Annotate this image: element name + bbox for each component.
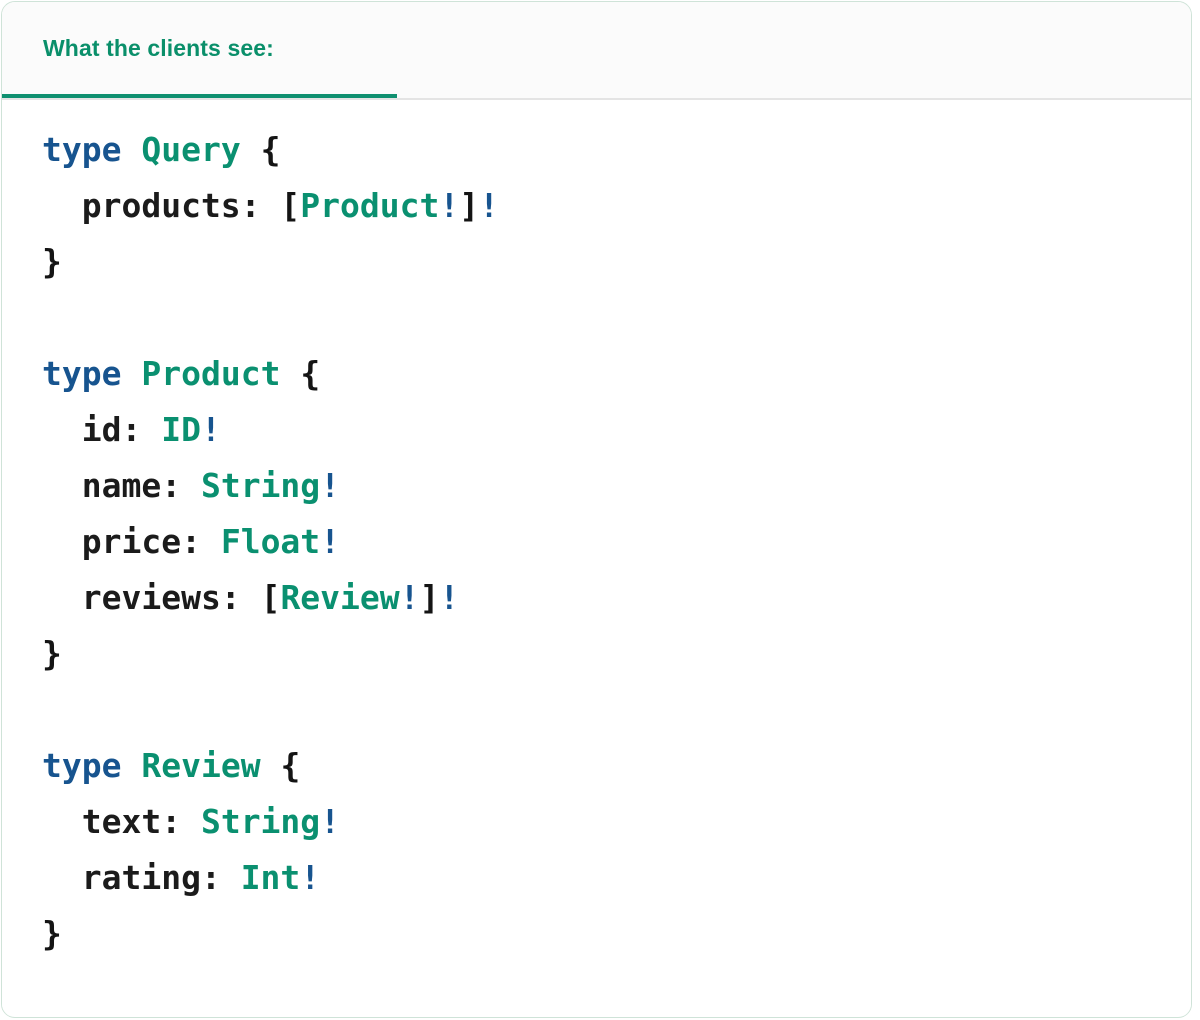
code-line bbox=[42, 290, 1191, 346]
code-token-field: text: bbox=[42, 802, 182, 841]
code-token-kw: type bbox=[42, 354, 122, 393]
code-token-type: Product bbox=[300, 186, 440, 225]
code-token-plain bbox=[221, 858, 241, 897]
code-token-plain bbox=[280, 354, 300, 393]
code-area: type Query { products: [Product!]!} type… bbox=[2, 100, 1191, 1016]
code-token-field: price: bbox=[42, 522, 201, 561]
code-line: rating: Int! bbox=[42, 850, 1191, 906]
tab-what-the-clients-see[interactable]: What the clients see: bbox=[2, 2, 397, 98]
code-token-field: products: bbox=[42, 186, 261, 225]
code-token-punct: } bbox=[42, 914, 62, 953]
code-token-type: Product bbox=[141, 354, 281, 393]
code-token-bang: ! bbox=[399, 578, 420, 617]
code-token-plain bbox=[261, 746, 281, 785]
code-token-plain bbox=[121, 130, 141, 169]
code-token-punct: ] bbox=[459, 186, 480, 225]
code-token-plain bbox=[241, 578, 261, 617]
code-line: name: String! bbox=[42, 458, 1191, 514]
code-token-punct: [ bbox=[260, 578, 281, 617]
code-token-field: reviews: bbox=[42, 578, 241, 617]
code-token-plain bbox=[121, 746, 141, 785]
code-token-punct: } bbox=[42, 242, 62, 281]
code-line: type Review { bbox=[42, 738, 1191, 794]
code-token-bang: ! bbox=[200, 410, 221, 449]
code-token-punct: } bbox=[42, 634, 62, 673]
code-token-bang: ! bbox=[320, 802, 341, 841]
code-token-type: String bbox=[200, 466, 321, 505]
code-token-type: ID bbox=[161, 410, 201, 449]
code-line: text: String! bbox=[42, 794, 1191, 850]
code-line: reviews: [Review!]! bbox=[42, 570, 1191, 626]
code-token-plain bbox=[181, 802, 201, 841]
code-token-kw: type bbox=[42, 746, 122, 785]
code-line: products: [Product!]! bbox=[42, 178, 1191, 234]
code-token-type: Float bbox=[220, 522, 321, 561]
code-token-punct: { bbox=[280, 746, 301, 785]
code-token-bang: ! bbox=[320, 522, 341, 561]
code-token-plain bbox=[181, 466, 201, 505]
code-token-type: Review bbox=[141, 746, 261, 785]
code-token-field: rating: bbox=[42, 858, 221, 897]
code-token-plain bbox=[241, 130, 261, 169]
code-token-punct: { bbox=[300, 354, 321, 393]
code-token-plain bbox=[121, 354, 141, 393]
tab-label: What the clients see: bbox=[43, 34, 274, 61]
code-token-type: String bbox=[200, 802, 321, 841]
code-token-bang: ! bbox=[479, 186, 499, 225]
graphql-schema-code: type Query { products: [Product!]!} type… bbox=[2, 122, 1191, 962]
code-token-plain bbox=[261, 186, 281, 225]
code-line: } bbox=[42, 234, 1191, 290]
code-token-kw: type bbox=[42, 130, 122, 169]
code-token-field: name: bbox=[42, 466, 182, 505]
code-token-punct: ] bbox=[419, 578, 440, 617]
code-token-plain bbox=[201, 522, 221, 561]
code-line: type Query { bbox=[42, 122, 1191, 178]
code-token-punct: [ bbox=[280, 186, 301, 225]
code-token-bang: ! bbox=[439, 186, 460, 225]
code-line: } bbox=[42, 906, 1191, 962]
code-token-field: id: bbox=[42, 410, 142, 449]
code-line: } bbox=[42, 626, 1191, 682]
code-token-plain bbox=[141, 410, 161, 449]
code-token-bang: ! bbox=[320, 466, 341, 505]
code-token-type: Review bbox=[280, 578, 400, 617]
code-line: id: ID! bbox=[42, 402, 1191, 458]
code-line: type Product { bbox=[42, 346, 1191, 402]
code-token-punct: { bbox=[260, 130, 281, 169]
code-line: price: Float! bbox=[42, 514, 1191, 570]
code-line bbox=[42, 682, 1191, 738]
code-token-bang: ! bbox=[300, 858, 321, 897]
code-token-type: Int bbox=[240, 858, 301, 897]
code-token-type: Query bbox=[141, 130, 241, 169]
code-token-bang: ! bbox=[439, 578, 460, 617]
tab-strip: What the clients see: bbox=[2, 2, 1191, 100]
